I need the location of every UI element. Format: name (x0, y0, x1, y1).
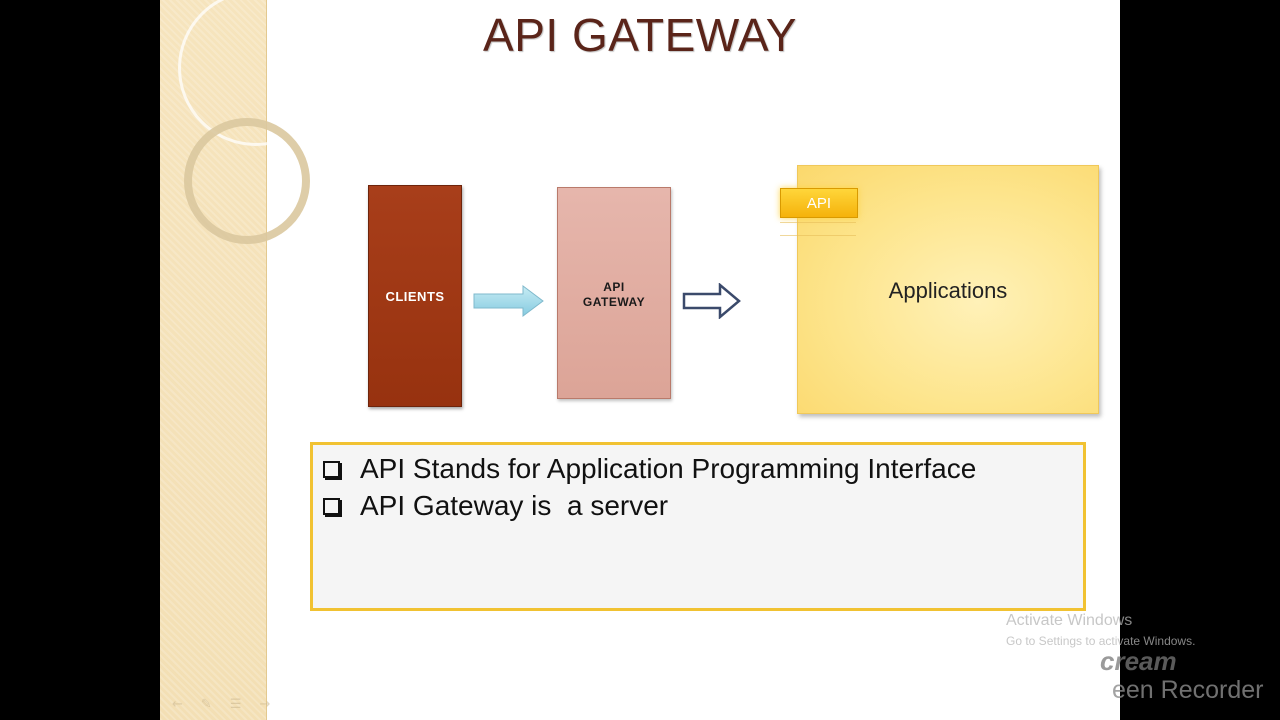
bullet-item: API Gateway is a server (323, 490, 668, 522)
bullet-text: API Stands for Application Programming I… (360, 453, 977, 484)
checkbox-bullet-icon (323, 460, 340, 478)
api-tag: API (780, 188, 858, 218)
slide-nav-pen-icon[interactable]: ✎ (200, 697, 212, 712)
slide-nav-next-icon[interactable]: → (259, 697, 271, 712)
api-gateway-label: API GATEWAY (582, 280, 646, 309)
decorative-circle (184, 118, 310, 244)
slide-nav-prev-icon[interactable]: ← (172, 697, 183, 712)
slide-nav-menu-icon[interactable]: ☰ (229, 697, 242, 712)
checkbox-bullet-icon (323, 497, 340, 515)
bullet-item: API Stands for Application Programming I… (323, 453, 976, 485)
slide-nav-controls: ← ✎ ☰ → (172, 697, 270, 712)
clients-box: CLIENTS (368, 185, 462, 407)
clients-label: CLIENTS (385, 288, 445, 304)
activate-windows-title: Activate Windows (1006, 612, 1133, 629)
applications-label: Applications (888, 278, 1008, 303)
api-tag-label: API (806, 194, 832, 212)
bullet-list-box: API Stands for Application Programming I… (310, 442, 1086, 611)
presentation-slide: ← ✎ ☰ → API GATEWAY CLIENTS API GATEWAY … (160, 0, 1120, 720)
slide-title: API GATEWAY (483, 9, 797, 61)
right-arrow-icon (473, 285, 544, 317)
recorder-name-watermark: een Recorder (1112, 676, 1264, 704)
recorder-brand-watermark: cream (1100, 646, 1177, 676)
api-gateway-box: API GATEWAY (557, 187, 671, 399)
decorative-side-panel: ← ✎ ☰ → (160, 0, 334, 720)
api-tag-lines (780, 222, 856, 236)
bullet-text: API Gateway is a server (360, 490, 669, 521)
outline-arrow-icon (682, 283, 741, 319)
activate-windows-subtitle: Go to Settings to activate Windows. (1006, 634, 1196, 648)
